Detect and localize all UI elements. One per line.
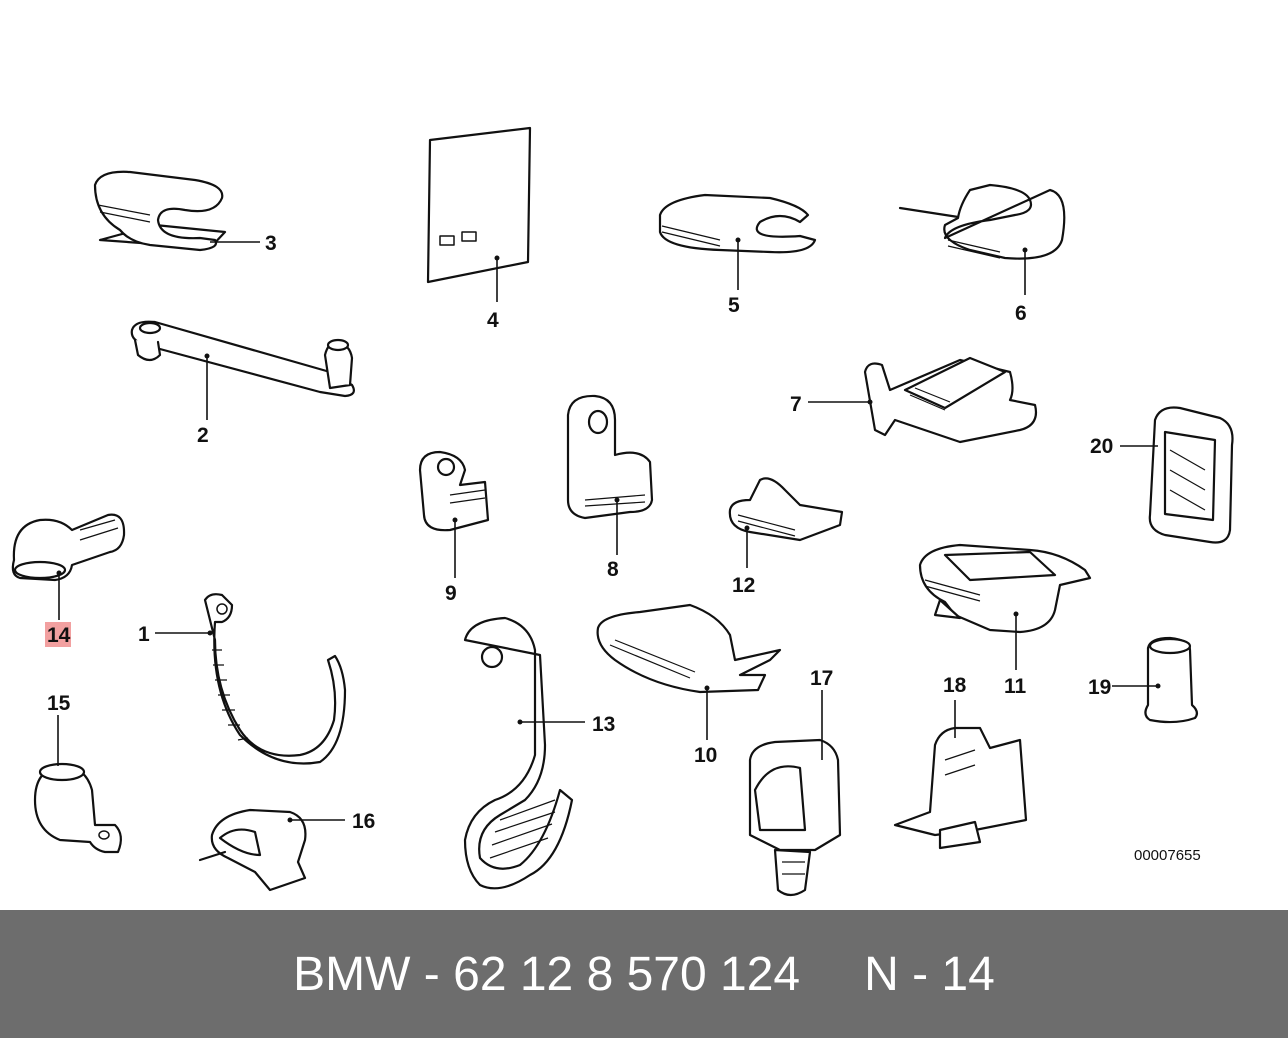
part-9-clip	[418, 450, 490, 532]
callout-6: 6	[1015, 302, 1027, 325]
callout-8: 8	[607, 558, 619, 581]
callout-10: 10	[694, 744, 717, 767]
part-1-cable-tie	[203, 593, 347, 765]
callout-13: 13	[592, 713, 615, 736]
parts-diagram: 3 4 5 6 2 7	[11, 126, 1234, 897]
part-number-footer: BMW - 62 12 8 570 124 N - 14	[0, 910, 1288, 1038]
callout-15: 15	[47, 692, 71, 715]
part-4-plate	[426, 126, 532, 284]
part-18-holder	[893, 726, 1028, 850]
part-13-bracket	[463, 616, 574, 890]
part-10-clip	[596, 603, 782, 694]
callout-14-highlight	[45, 622, 71, 647]
callout-7: 7	[790, 393, 802, 416]
callout-12: 12	[732, 574, 755, 597]
footer-caption: BMW - 62 12 8 570 124 N - 14	[293, 947, 995, 1002]
callout-20: 20	[1090, 435, 1113, 458]
callout-19: 19	[1088, 676, 1111, 699]
callout-5: 5	[728, 294, 740, 317]
callout-16: 16	[352, 810, 375, 833]
part-11-clip	[918, 543, 1092, 634]
callout-1: 1	[138, 623, 150, 646]
part-16-clip	[198, 808, 307, 892]
part-8-clip	[566, 394, 654, 520]
part-19-sleeve	[1144, 636, 1199, 724]
callout-3: 3	[265, 232, 277, 255]
callout-4: 4	[487, 309, 499, 332]
part-3-clip	[93, 170, 227, 252]
reference-number: 00007655	[1134, 847, 1201, 864]
diagram-canvas: 3 4 5 6 2 7	[11, 126, 1234, 897]
part-15-clamp	[33, 762, 122, 854]
part-5-clip	[658, 193, 817, 254]
part-6-clip	[898, 183, 1066, 260]
callout-11: 11	[1004, 675, 1027, 698]
callout-17: 17	[810, 667, 833, 690]
part-2-rod	[130, 320, 355, 398]
part-17-holder	[748, 738, 842, 897]
part-20-grommet	[1148, 406, 1234, 544]
callout-2: 2	[197, 424, 209, 447]
part-12-clip	[728, 477, 844, 542]
part-14-boot	[11, 513, 126, 582]
part-number-label: BMW - 62 12 8 570 124	[293, 947, 801, 1001]
position-label: N - 14	[864, 947, 995, 1001]
callout-18: 18	[943, 674, 967, 697]
callout-14: 14	[47, 624, 71, 647]
callout-9: 9	[445, 582, 457, 605]
part-7-clip	[863, 356, 1038, 444]
